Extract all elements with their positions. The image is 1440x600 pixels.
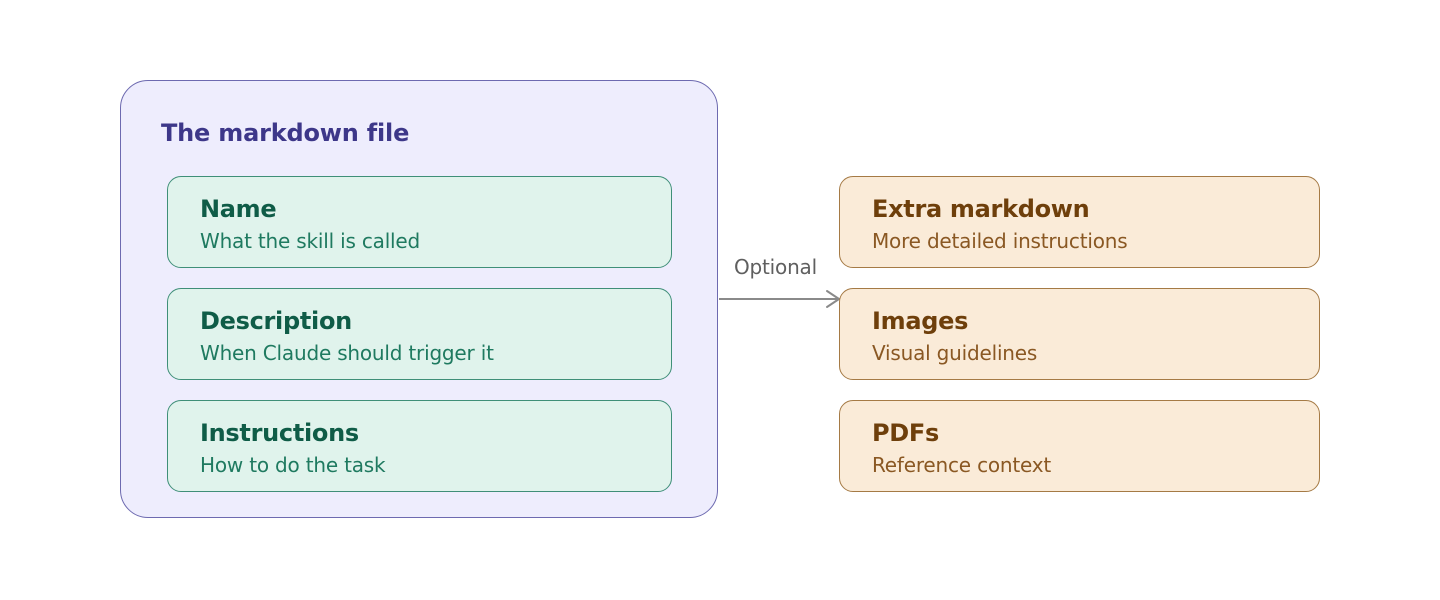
extra-markdown-card: Extra markdown More detailed instruction… xyxy=(839,176,1320,268)
images-card-description: Visual guidelines xyxy=(872,341,1038,365)
instructions-card-description: How to do the task xyxy=(200,453,386,477)
name-card-title: Name xyxy=(200,195,277,223)
description-card-title: Description xyxy=(200,307,352,335)
markdown-file-title: The markdown file xyxy=(161,119,410,147)
name-card: Name What the skill is called xyxy=(167,176,672,268)
description-card: Description When Claude should trigger i… xyxy=(167,288,672,380)
optional-label: Optional xyxy=(734,255,817,279)
description-card-description: When Claude should trigger it xyxy=(200,341,494,365)
images-card: Images Visual guidelines xyxy=(839,288,1320,380)
images-card-title: Images xyxy=(872,307,969,335)
pdfs-card-description: Reference context xyxy=(872,453,1052,477)
extra-markdown-card-description: More detailed instructions xyxy=(872,229,1128,253)
instructions-card-title: Instructions xyxy=(200,419,359,447)
extra-markdown-card-title: Extra markdown xyxy=(872,195,1090,223)
pdfs-card: PDFs Reference context xyxy=(839,400,1320,492)
instructions-card: Instructions How to do the task xyxy=(167,400,672,492)
name-card-description: What the skill is called xyxy=(200,229,421,253)
arrow-head-icon xyxy=(826,290,840,308)
pdfs-card-title: PDFs xyxy=(872,419,939,447)
